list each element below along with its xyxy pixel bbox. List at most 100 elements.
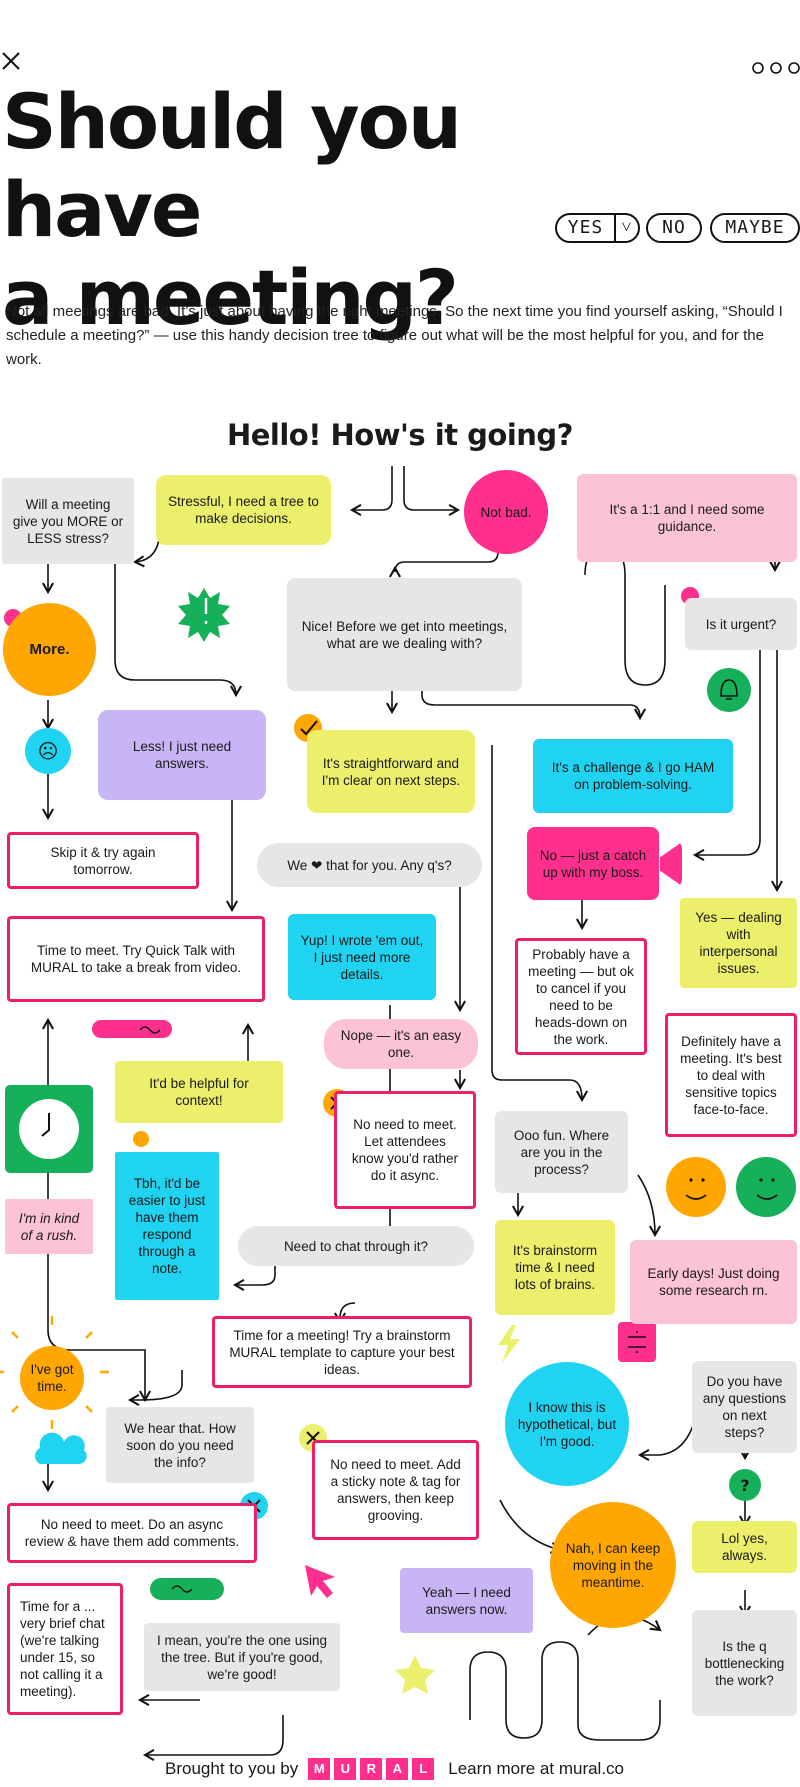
node-nice-text: Nice! Before we get into meetings, what …: [301, 618, 508, 651]
node-in-a-rush-text: I'm in kind of a rush.: [18, 1210, 80, 1243]
frown-icon: ☹: [25, 728, 71, 774]
node-hypothetical: I know this is hypothetical, but I'm goo…: [505, 1362, 629, 1486]
node-helpful-text: It'd be helpful for context!: [149, 1076, 249, 1108]
node-nope: Nope — it's an easy one.: [324, 1019, 478, 1069]
node-yup-text: Yup! I wrote 'em out, I just need more d…: [300, 932, 424, 982]
node-stressful-text: Stressful, I need a tree to make decisio…: [168, 494, 319, 526]
node-questions-text: Do you have any questions on next steps?: [702, 1374, 787, 1440]
node-urgent: Is it urgent?: [685, 598, 797, 650]
node-sticky: No need to meet. Add a sticky note & tag…: [312, 1440, 479, 1540]
node-got-time-text: I've got time.: [30, 1362, 74, 1394]
node-probably: Probably have a meeting — but ok to canc…: [515, 938, 647, 1055]
node-chat-through: Need to chat through it?: [238, 1226, 474, 1266]
node-brief-chat: Time for a ... very brief chat (we're ta…: [7, 1583, 123, 1715]
node-in-a-rush: I'm in kind of a rush.: [5, 1199, 93, 1254]
node-time-for-meeting-text: Time for a meeting! Try a brainstorm MUR…: [229, 1327, 455, 1377]
node-async-review-text: No need to meet. Do an async review & ha…: [24, 1517, 240, 1549]
maybe-label: MAYBE: [725, 217, 785, 238]
node-one-on-one-text: It's a 1:1 and I need some guidance.: [609, 502, 765, 534]
footer-brought-text: Brought to you by: [165, 1759, 299, 1778]
node-challenge-text: It's a challenge & I go HAM on problem-s…: [551, 760, 715, 792]
node-nah-text: Nah, I can keep moving in the meantime.: [565, 1540, 661, 1590]
node-hypothetical-text: I know this is hypothetical, but I'm goo…: [517, 1399, 617, 1449]
node-brief-chat-text: Time for a ... very brief chat (we're ta…: [20, 1599, 105, 1699]
node-more: More.: [3, 603, 96, 696]
node-definitely-text: Definitely have a meeting. It's best to …: [680, 1033, 782, 1117]
node-bottleneck: Is the q bottlenecking the work?: [692, 1610, 797, 1716]
node-no-need-async-text: No need to meet. Let attendees know you'…: [351, 1117, 459, 1183]
node-yes-interpersonal-text: Yes — dealing with interpersonal issues.: [695, 910, 782, 976]
node-answers-now: Yeah — I need answers now.: [400, 1568, 533, 1633]
node-sticky-text: No need to meet. Add a sticky note & tag…: [330, 1457, 461, 1523]
node-got-time: I've got time.: [20, 1346, 84, 1410]
close-icon[interactable]: [0, 50, 22, 72]
node-nope-text: Nope — it's an easy one.: [340, 1028, 462, 1060]
footer-learn-more-link[interactable]: Learn more at mural.co: [448, 1759, 625, 1778]
node-early-days: Early days! Just doing some research rn.: [630, 1240, 797, 1324]
node-early-days-text: Early days! Just doing some research rn.: [647, 1266, 780, 1298]
node-ooo-fun-text: Ooo fun. Where are you in the process?: [513, 1127, 610, 1177]
mural-letter-a: A: [386, 1758, 409, 1780]
mural-letter-r: R: [360, 1758, 383, 1780]
mural-logo[interactable]: M U R A L: [308, 1758, 438, 1780]
node-async-review: No need to meet. Do an async review & ha…: [7, 1503, 257, 1563]
node-less-text: Less! I just need answers.: [132, 739, 232, 771]
node-time-to-meet: Time to meet. Try Quick Talk with MURAL …: [7, 916, 265, 1002]
node-youre-the-one-text: I mean, you're the one using the tree. B…: [157, 1632, 327, 1682]
node-time-for-meeting: Time for a meeting! Try a brainstorm MUR…: [212, 1316, 472, 1388]
node-not-bad: Not bad.: [464, 470, 548, 554]
no-pill[interactable]: NO: [646, 213, 702, 243]
node-yup: Yup! I wrote 'em out, I just need more d…: [288, 914, 436, 1000]
chevron-down-icon: ˅: [621, 217, 633, 238]
node-time-to-meet-text: Time to meet. Try Quick Talk with MURAL …: [30, 943, 242, 975]
node-stressful: Stressful, I need a tree to make decisio…: [156, 475, 331, 545]
node-we-hear-text: We hear that. How soon do you need the i…: [124, 1420, 236, 1470]
node-chat-through-text: Need to chat through it?: [283, 1238, 429, 1254]
node-urgent-text: Is it urgent?: [705, 616, 777, 632]
node-bottleneck-text: Is the q bottlenecking the work?: [704, 1638, 785, 1688]
node-less: Less! I just need answers.: [98, 710, 266, 800]
node-more-text: More.: [29, 641, 70, 658]
node-we-hear: We hear that. How soon do you need the i…: [106, 1407, 254, 1483]
no-label: NO: [662, 217, 686, 238]
node-nice: Nice! Before we get into meetings, what …: [287, 578, 522, 691]
yes-label: YES: [557, 215, 616, 241]
node-probably-text: Probably have a meeting — but ok to canc…: [528, 946, 634, 1047]
node-brainstorm: It's brainstorm time & I need lots of br…: [495, 1220, 615, 1315]
node-straightforward-text: It's straightforward and I'm clear on ne…: [321, 755, 461, 788]
more-dots-icon[interactable]: [752, 56, 800, 74]
node-one-on-one: It's a 1:1 and I need some guidance.: [577, 474, 797, 562]
node-straightforward: It's straightforward and I'm clear on ne…: [307, 730, 475, 813]
diagram-heading: Hello! How's it going?: [226, 418, 574, 452]
node-answers-now-text: Yeah — I need answers now.: [422, 1584, 511, 1617]
node-youre-the-one: I mean, you're the one using the tree. B…: [144, 1623, 340, 1691]
node-tbh: Tbh, it'd be easier to just have them re…: [115, 1152, 219, 1300]
node-we-love-text: We ❤ that for you. Any q's?: [287, 857, 452, 873]
node-definitely: Definitely have a meeting. It's best to …: [665, 1013, 797, 1137]
node-we-love: We ❤ that for you. Any q's?: [257, 843, 482, 887]
node-yes-interpersonal: Yes — dealing with interpersonal issues.: [680, 898, 797, 988]
title-line-1: Should you have: [2, 77, 462, 254]
node-challenge: It's a challenge & I go HAM on problem-s…: [533, 739, 733, 813]
node-tbh-text: Tbh, it'd be easier to just have them re…: [128, 1176, 206, 1276]
node-skip: Skip it & try again tomorrow.: [7, 832, 199, 889]
node-lol-text: Lol yes, always.: [721, 1531, 768, 1563]
mural-letter-l: L: [412, 1758, 435, 1780]
node-lol: Lol yes, always.: [692, 1521, 797, 1573]
node-not-bad-text: Not bad.: [480, 504, 532, 520]
node-questions: Do you have any questions on next steps?: [692, 1361, 797, 1453]
maybe-pill[interactable]: MAYBE: [710, 213, 800, 243]
title-line-2: a meeting?: [2, 253, 459, 342]
yes-pill[interactable]: YES ˅: [555, 213, 640, 243]
mural-letter-m: M: [308, 1758, 331, 1780]
node-no-need-async: No need to meet. Let attendees know you'…: [334, 1091, 476, 1209]
node-catch-up: No — just a catch up with my boss.: [527, 827, 659, 900]
page-title: Should you have a meeting?: [2, 78, 622, 342]
node-will-meeting: Will a meeting give you MORE or LESS str…: [2, 478, 134, 564]
mural-letter-u: U: [334, 1758, 357, 1780]
footer: Brought to you by M U R A L Learn more a…: [165, 1758, 685, 1780]
node-ooo-fun: Ooo fun. Where are you in the process?: [495, 1111, 628, 1193]
node-brainstorm-text: It's brainstorm time & I need lots of br…: [512, 1243, 598, 1292]
node-will-meeting-text: Will a meeting give you MORE or LESS str…: [12, 496, 124, 546]
intro-paragraph: Not all meetings are bad. It’s just abou…: [6, 303, 783, 368]
